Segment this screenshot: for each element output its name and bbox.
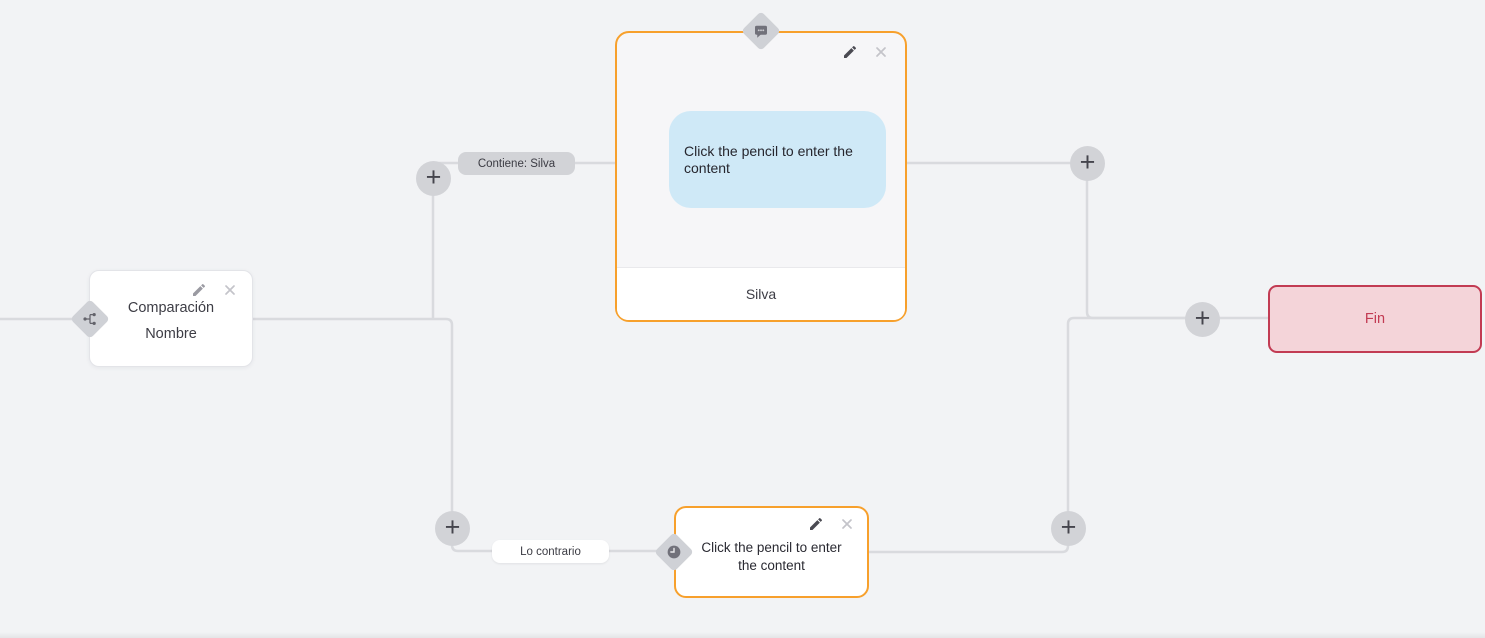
edit-pencil-icon[interactable] xyxy=(842,44,858,60)
condition-label-otherwise: Lo contrario xyxy=(492,540,609,563)
comparison-node[interactable]: Comparación Nombre xyxy=(70,270,253,367)
edit-pencil-icon[interactable] xyxy=(808,516,824,532)
comparison-title: Comparación xyxy=(127,300,215,316)
close-icon[interactable] xyxy=(839,516,855,532)
delay-node[interactable]: Click the pencil to enter the content xyxy=(654,506,869,598)
message-node[interactable]: Click the pencil to enter the content Si… xyxy=(615,11,907,322)
delay-placeholder-text: Click the pencil to enter the content xyxy=(701,540,842,573)
plus-button-top-right[interactable]: + xyxy=(1070,146,1105,181)
chat-bubble-icon xyxy=(752,22,770,40)
message-node-handle[interactable] xyxy=(741,11,781,51)
end-node-label: Fin xyxy=(1364,311,1386,327)
plus-button-before-end[interactable]: + xyxy=(1185,302,1220,337)
end-node[interactable]: Fin xyxy=(1268,285,1482,353)
edit-pencil-icon[interactable] xyxy=(191,282,207,298)
condition-label-contains: Contiene: Silva xyxy=(458,152,575,175)
plus-button-bottom-right[interactable]: + xyxy=(1051,511,1086,546)
message-bubble: Click the pencil to enter the content xyxy=(669,111,886,208)
plus-button-bottom-branch[interactable]: + xyxy=(435,511,470,546)
close-icon[interactable] xyxy=(222,282,238,298)
message-footer: Silva xyxy=(617,267,905,320)
message-footer-label: Silva xyxy=(745,286,777,302)
close-icon[interactable] xyxy=(873,44,889,60)
message-preview-area: Click the pencil to enter the content xyxy=(617,33,905,267)
comparison-node-handle[interactable] xyxy=(70,299,110,339)
plus-button-top-branch[interactable]: + xyxy=(416,161,451,196)
branch-icon xyxy=(82,311,98,327)
message-bubble-text: Click the pencil to enter the content xyxy=(684,142,853,176)
comparison-subtitle: Nombre xyxy=(145,326,197,342)
delay-node-handle[interactable] xyxy=(654,532,694,572)
clock-icon xyxy=(665,543,683,561)
